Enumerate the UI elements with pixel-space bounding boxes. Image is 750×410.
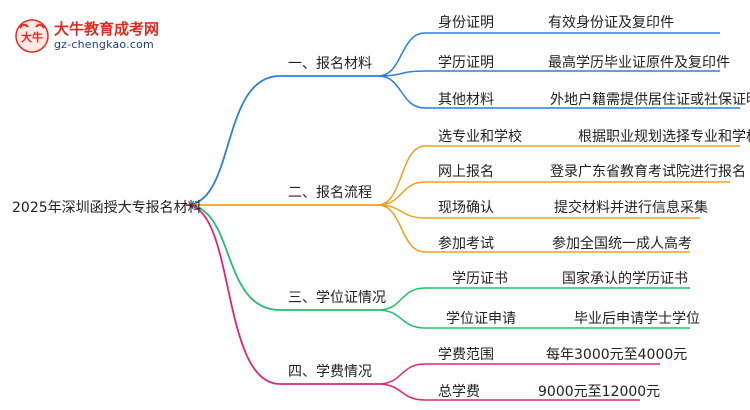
connector-branch-2-leaf-4 [377,204,426,253]
logo-url: gz-chengkao.com [54,38,154,51]
value-total-fee: 9000元至12000元 [538,384,661,400]
value-onsite-confirm: 提交材料并进行信息采集 [554,200,708,216]
leaf-education-proof: 学历证明 [438,55,494,71]
value-id-proof: 有效身份证及复印件 [548,15,674,31]
branch-degree: 三、学位证情况 [288,290,386,306]
leaf-fee-range: 学费范围 [438,347,494,363]
value-choose-major: 根据职业规划选择专业和学校 [578,129,750,145]
branch-tuition: 四、学费情况 [288,364,372,380]
leaf-total-fee: 总学费 [438,384,480,400]
connector-branch-2-leaf-1 [377,145,426,206]
leaf-id-proof: 身份证明 [438,15,494,31]
value-diploma: 国家承认的学历证书 [562,271,688,287]
leaf-take-exam: 参加考试 [438,236,494,252]
connector-branch-3-leaf-1 [377,287,426,311]
leaf-degree-apply: 学位证申请 [446,311,516,327]
connector-branch-4-leaf-1 [377,363,426,385]
branch-materials: 一、报名材料 [288,56,372,72]
leaf-other-materials: 其他材料 [438,92,494,108]
connector-branch-1-leaf-2 [377,70,426,77]
connector-branch-4-leaf-2 [377,383,426,401]
connector-root-branch-1 [185,75,281,206]
connector-root-branch-3 [185,204,281,311]
value-take-exam: 参加全国统一成人高考 [552,236,692,252]
connector-branch-2-leaf-2 [377,181,426,206]
bull-logo-icon: 大牛 [15,19,49,53]
logo-mark-text: 大牛 [21,30,43,44]
connector-branch-1-leaf-3 [377,75,426,109]
logo-title: 大牛教育成考网 [54,20,160,38]
value-education-proof: 最高学历毕业证原件及复印件 [548,55,730,71]
value-other-materials: 外地户籍需提供居住证或社保证明 [550,92,750,108]
value-degree-apply: 毕业后申请学士学位 [574,311,700,327]
branch-process: 二、报名流程 [288,185,372,201]
leaf-onsite-confirm: 现场确认 [438,200,494,216]
leaf-diploma: 学历证书 [452,271,508,287]
leaf-online-register: 网上报名 [438,164,494,180]
logo: 大牛 大牛教育成考网 gz-chengkao.com [14,16,164,56]
leaf-choose-major: 选专业和学校 [438,129,522,145]
root-node: 2025年深圳函授大专报名材料 [12,200,202,216]
value-online-register: 登录广东省教育考试院进行报名 [550,164,746,180]
value-fee-range: 每年3000元至4000元 [546,347,688,363]
connector-branch-3-leaf-2 [377,309,426,329]
connector-branch-1-leaf-1 [377,32,426,77]
connector-root-branch-4 [185,204,281,385]
